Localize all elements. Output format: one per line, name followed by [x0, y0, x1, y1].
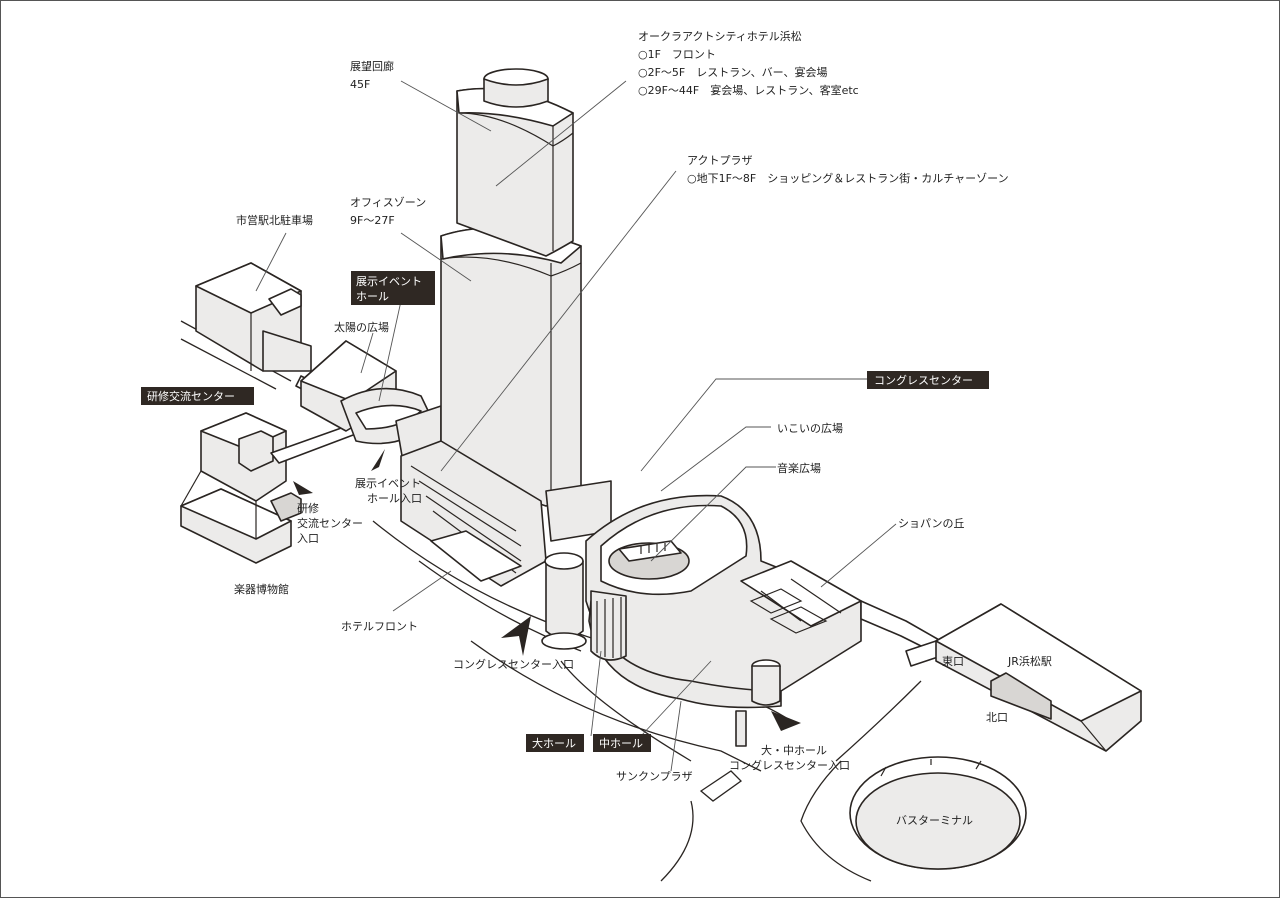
label-exhibition-entrance-2: ホール入口 — [367, 492, 422, 505]
label-medium-hall: 中ホール — [599, 737, 643, 750]
label-office-floors: 9F～27F — [350, 214, 395, 227]
label-exhibition-entrance-1: 展示イベント — [355, 477, 421, 490]
label-east-exit: 東口 — [942, 655, 964, 668]
label-city-parking: 市営駅北駐車場 — [236, 213, 313, 227]
exhibition-hall-badge — [351, 271, 435, 305]
label-training-entrance-1: 研修 — [297, 501, 319, 515]
label-hotel-front: ホテルフロント — [341, 620, 418, 633]
arrow-hall-entrance — [771, 711, 801, 731]
label-congress-center: コングレスセンター — [874, 373, 973, 387]
medium-hall-badge — [593, 734, 651, 752]
label-chopin-hill: ショパンの丘 — [898, 517, 965, 530]
label-sun-plaza: 太陽の広場 — [334, 321, 389, 334]
label-ikoi-plaza: いこいの広場 — [777, 422, 843, 435]
label-sunken-plaza: サンクンプラザ — [616, 770, 693, 783]
label-act-plaza-floors: ○地下1F～8F ショッピング＆レストラン街・カルチャーゾーン — [687, 171, 1009, 185]
label-north-exit: 北口 — [986, 711, 1008, 724]
label-observation-deck: 展望回廊 — [350, 59, 394, 73]
label-jr-station: JR浜松駅 — [1007, 654, 1052, 668]
label-bus-terminal: バスターミナル — [896, 814, 973, 827]
label-office-zone: オフィスゾーン — [350, 196, 426, 209]
city-parking-building — [195, 262, 312, 372]
label-training-entrance-3: 入口 — [297, 532, 319, 545]
label-music-plaza: 音楽広場 — [777, 461, 821, 475]
label-hall-entrance-2: コングレスセンター入口 — [729, 758, 850, 772]
act-tower — [440, 68, 612, 542]
hotel-lower-complex — [400, 440, 547, 587]
label-congress-entrance: コングレスセンター入口 — [453, 657, 574, 671]
training-center-building — [180, 412, 302, 564]
arrow-congress-entrance — [501, 616, 531, 656]
label-hall-entrance-1: 大・中ホール — [761, 743, 827, 757]
congress-center-badge — [867, 371, 989, 389]
arrow-training-entrance — [293, 481, 313, 495]
grand-hall-complex — [585, 494, 862, 747]
leader-lines — [255, 80, 897, 772]
congress-center-cylinder — [541, 552, 587, 650]
label-training-entrance-2: 交流センター — [297, 516, 363, 530]
training-center-badge — [141, 387, 254, 405]
large-hall-badge — [526, 734, 584, 752]
label-training-center: 研修交流センター — [147, 389, 235, 403]
entrance-arrows — [293, 449, 801, 731]
label-museum: 楽器博物館 — [234, 582, 289, 596]
label-observation-floor: 45F — [350, 78, 370, 91]
bus-terminal — [849, 756, 1027, 870]
arrow-exhibition-entrance — [371, 449, 385, 471]
label-exhibition-hall: 展示イベント — [356, 275, 422, 288]
label-hotel-title: オークラアクトシティホテル浜松 — [638, 29, 802, 43]
label-large-hall: 大ホール — [532, 736, 576, 750]
map-labels: 展望回廊 45F オークラアクトシティホテル浜松 ○1F フロント ○2F～5F… — [141, 29, 1052, 827]
label-hotel-29f: ○29F～44F 宴会場、レストラン、客室etc — [638, 83, 859, 97]
station-connector — [860, 600, 942, 667]
label-hotel-1f: ○1F フロント — [638, 48, 716, 61]
jr-hamamatsu-station — [935, 603, 1142, 752]
label-exhibition-hall-2: ホール — [356, 290, 389, 303]
label-act-plaza-title: アクトプラザ — [687, 154, 752, 167]
label-hotel-2f: ○2F～5F レストラン、バー、宴会場 — [638, 65, 827, 79]
